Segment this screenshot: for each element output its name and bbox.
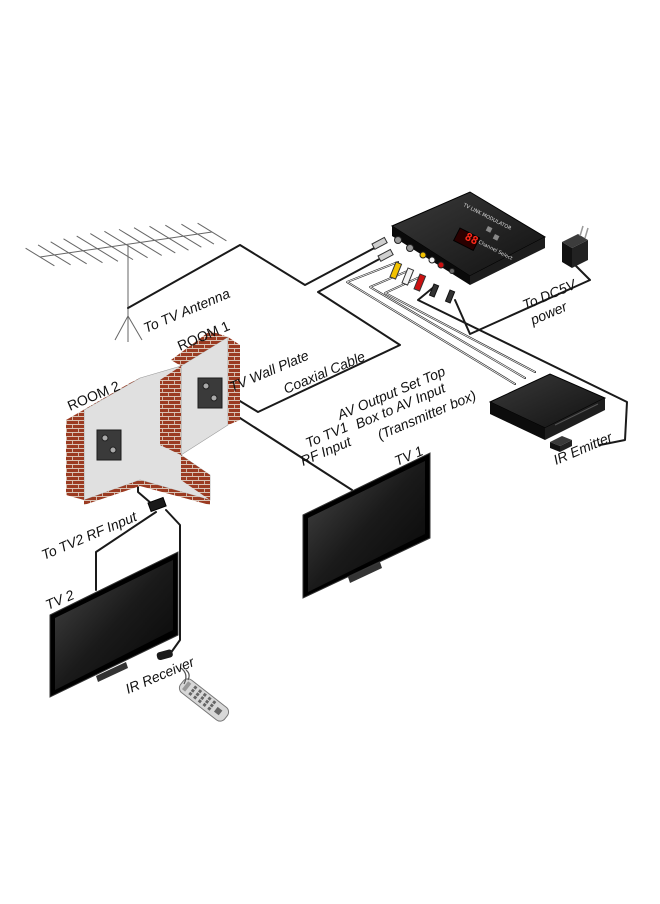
tv-2[interactable]	[49, 551, 179, 698]
remote-control-icon[interactable]	[177, 667, 231, 724]
tv-antenna-icon	[25, 222, 227, 342]
tv-wall-plate-room-2[interactable]	[96, 429, 122, 461]
ir-emitter-cable	[417, 285, 628, 446]
antenna-element	[165, 224, 202, 248]
power-cable	[454, 261, 591, 335]
antenna-element	[76, 235, 119, 262]
ir-receiver-cable	[165, 509, 181, 655]
set-top-box-transmitter[interactable]	[488, 373, 607, 440]
antenna-element	[118, 228, 162, 256]
antenna-element	[104, 230, 148, 259]
coax-splitter-icon	[147, 496, 167, 513]
tv-link-modulator[interactable]: TV LINK MODULATOR Channel Select 88	[390, 191, 547, 285]
antenna-element	[197, 222, 227, 242]
modulator-ports	[394, 236, 455, 274]
coaxial-cable-antenna-to-modulator	[127, 244, 381, 309]
channel-up-button[interactable]	[492, 234, 500, 241]
dc5v-power-adapter-icon	[562, 225, 589, 268]
coax-plugs	[371, 236, 394, 262]
label-ir-emitter: IR Emitter	[551, 428, 616, 468]
tv-1[interactable]	[302, 452, 431, 599]
antenna-element	[133, 227, 176, 254]
ir-emitter-icon	[550, 436, 572, 452]
antenna-element	[25, 247, 55, 267]
channel-down-button[interactable]	[485, 226, 493, 233]
wall-room-2	[66, 365, 211, 505]
label-to-tv2-rf-input: To TV2 RF Input	[39, 508, 140, 563]
antenna-element	[149, 225, 189, 251]
rca-plugs	[389, 261, 456, 304]
ir-signal-waves	[180, 667, 190, 685]
modulator-display	[452, 227, 481, 252]
antenna-element	[37, 244, 71, 266]
antenna-element	[181, 223, 215, 245]
coaxial-cable-modulator-to-wall-plate	[229, 255, 401, 413]
modulator-display-value: 88	[463, 230, 481, 248]
antenna-element	[50, 241, 87, 265]
tv-wall-plate-room-1[interactable]	[197, 377, 223, 409]
antenna-element	[63, 238, 103, 264]
antenna-element	[90, 233, 134, 261]
ir-receiver-icon	[156, 649, 173, 661]
